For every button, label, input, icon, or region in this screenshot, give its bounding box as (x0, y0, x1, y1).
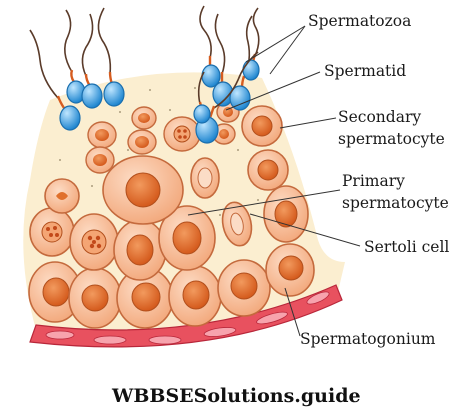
primary-spermatocyte-cell (263, 185, 309, 243)
spermatozoon (199, 5, 221, 88)
spermatogonium-cell (28, 261, 82, 323)
spermatogonium-cell (168, 265, 222, 327)
label-secondary-line1: Secondary (338, 108, 421, 126)
secondary-spermatocyte-cell (221, 201, 253, 247)
secondary-spermatocyte-cell (44, 178, 80, 214)
spermatid-cell (131, 106, 157, 130)
spermatozoon (212, 13, 234, 107)
spermatozoon (97, 7, 125, 107)
spermatogonium-cell (217, 259, 271, 317)
primary-spermatocyte-cell (158, 205, 216, 271)
spermatogonium-cell (116, 267, 174, 329)
label-primary-line1: Primary (342, 172, 405, 190)
spermatozoon (64, 9, 86, 104)
primary-spermatocyte-cell (102, 155, 184, 225)
spermatocyte-cells (28, 101, 315, 329)
secondary-spermatocyte-cell (247, 149, 289, 191)
membrane-capillaries (45, 291, 330, 345)
spermatogonium-cell (68, 267, 122, 329)
spermatozoon (81, 13, 103, 109)
label-secondary-line2: spermatocyte (338, 130, 445, 148)
spermatid-cell (163, 116, 201, 152)
label-spermatozoa: Spermatozoa (308, 12, 411, 30)
secondary-spermatocyte-cell (190, 157, 220, 199)
spermatozoon (193, 71, 211, 124)
spermatid-cell (127, 129, 157, 155)
primary-spermatocyte-cell (29, 207, 75, 257)
label-spermatogonium: Spermatogonium (300, 330, 436, 348)
basement-membrane (29, 284, 343, 348)
label-primary-line2: spermatocyte (342, 194, 449, 212)
spermatozoa-group (29, 5, 260, 144)
spermatid-cell (87, 121, 117, 149)
label-sertoli-cell: Sertoli cell (364, 238, 449, 256)
secondary-spermatocyte-cell (241, 105, 283, 147)
primary-spermatocyte-cell (113, 219, 167, 281)
primary-spermatocyte-cell (69, 213, 119, 271)
spermatozoon (29, 29, 81, 131)
spermatozoon (242, 7, 260, 81)
label-pointers (187, 25, 361, 337)
spermatogonium-cell (265, 243, 315, 297)
spermatid-cell (85, 146, 115, 174)
label-spermatid: Spermatid (324, 62, 406, 80)
footer-watermark: WBBSESolutions.guide (111, 385, 361, 407)
